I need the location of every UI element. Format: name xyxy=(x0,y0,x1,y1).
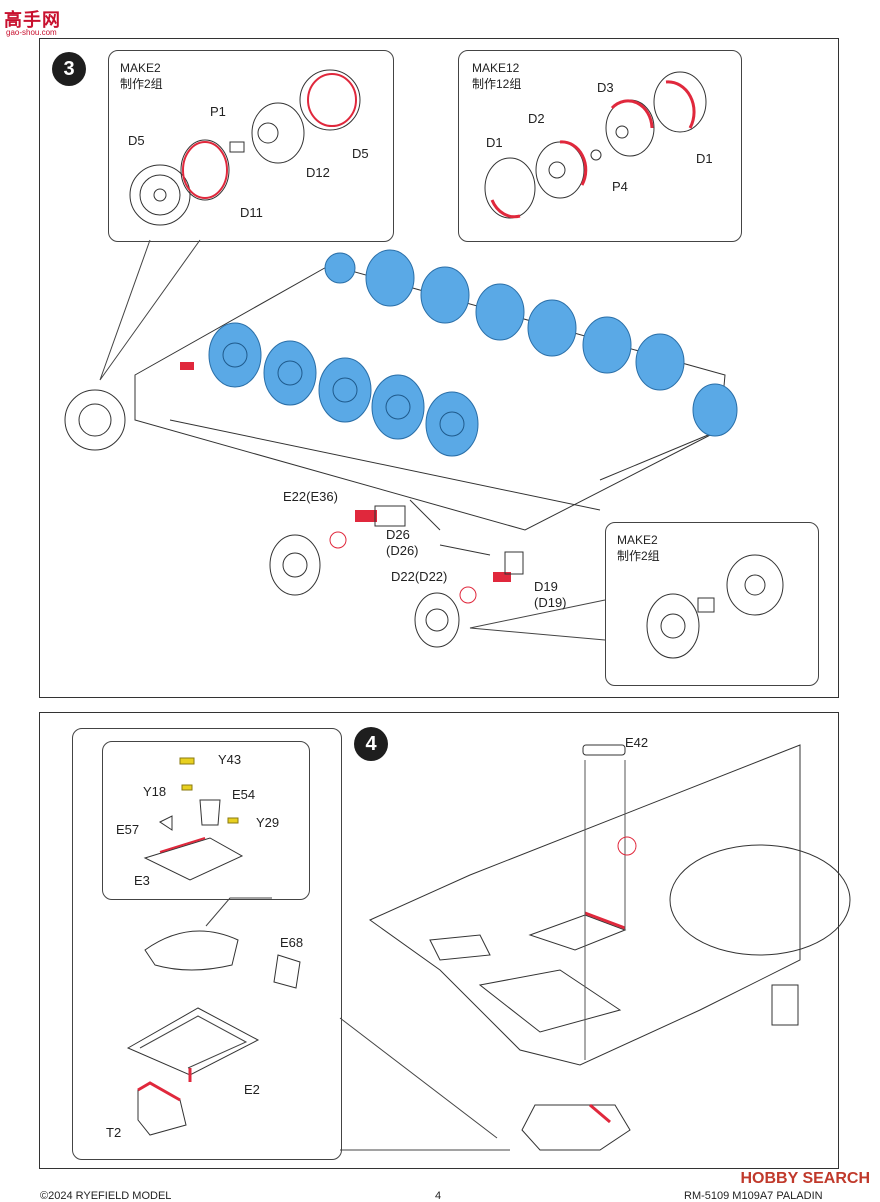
label-p1: P1 xyxy=(210,104,226,119)
label-e42: E42 xyxy=(625,735,649,750)
label-d19b: (D19) xyxy=(534,595,567,610)
sprocket-d5-left xyxy=(129,164,191,226)
hobby-search-watermark: HOBBY SEARCH xyxy=(740,1170,871,1187)
label-e68: E68 xyxy=(280,935,304,950)
callout-roadwheel xyxy=(458,50,742,242)
footer-kit-name: RM-5109 M109A7 PALADIN xyxy=(684,1190,823,1202)
idler-wheel-assembly xyxy=(646,554,784,659)
label-d26: D26 xyxy=(386,527,410,542)
label-d26b: (D26) xyxy=(386,543,419,558)
label-d2: D2 xyxy=(528,111,545,126)
callout-roadwheel-make: MAKE12 制作12组 xyxy=(472,61,522,91)
footer-copyright: ©2024 RYEFIELD MODEL xyxy=(40,1190,172,1202)
step-3-badge: 3 xyxy=(52,52,86,86)
site-logo: 高手网 xyxy=(4,10,61,31)
label-t2: T2 xyxy=(106,1125,122,1140)
step-4-badge: 4 xyxy=(354,727,388,761)
label-e3: E3 xyxy=(134,873,150,888)
callout-hatch-detail xyxy=(102,741,310,900)
label-d12: D12 xyxy=(306,165,330,180)
label-d1-left: D1 xyxy=(486,135,503,150)
road-wheels xyxy=(208,249,738,457)
wheel-d2 xyxy=(535,140,588,199)
callout-idler-make: MAKE2 制作2组 xyxy=(617,533,660,563)
label-d11: D11 xyxy=(240,205,263,220)
sprocket-d5-right xyxy=(299,69,361,131)
label-e57: E57 xyxy=(116,822,140,837)
drive-sprocket xyxy=(64,389,126,451)
label-d5-left: D5 xyxy=(128,133,145,148)
label-y18: Y18 xyxy=(143,784,167,799)
site-logo-url: gao-shou.com xyxy=(6,28,57,37)
label-y29: Y29 xyxy=(256,815,280,830)
label-d5-right: D5 xyxy=(352,146,369,161)
hull-top xyxy=(369,744,851,1151)
callout-sprocket xyxy=(108,50,394,242)
hub-d11 xyxy=(180,139,230,201)
label-d22: D22(D22) xyxy=(391,569,448,584)
callout-sprocket-make: MAKE2 制作2组 xyxy=(120,61,163,91)
callout-idler xyxy=(605,522,819,686)
label-e54: E54 xyxy=(232,787,256,802)
tire-d1-right xyxy=(653,71,707,133)
label-p4: P4 xyxy=(612,179,628,194)
tire-d1-left xyxy=(484,157,536,219)
label-d1-right: D1 xyxy=(696,151,713,166)
label-e2: E2 xyxy=(244,1082,260,1097)
label-d3: D3 xyxy=(597,80,614,95)
label-e22: E22(E36) xyxy=(283,489,338,504)
hub-d12 xyxy=(251,102,305,164)
wheel-d3 xyxy=(605,99,655,157)
suspension-parts xyxy=(269,499,524,648)
label-y43: Y43 xyxy=(218,752,242,767)
label-d19: D19 xyxy=(534,579,558,594)
footer-page-number: 4 xyxy=(435,1190,442,1202)
